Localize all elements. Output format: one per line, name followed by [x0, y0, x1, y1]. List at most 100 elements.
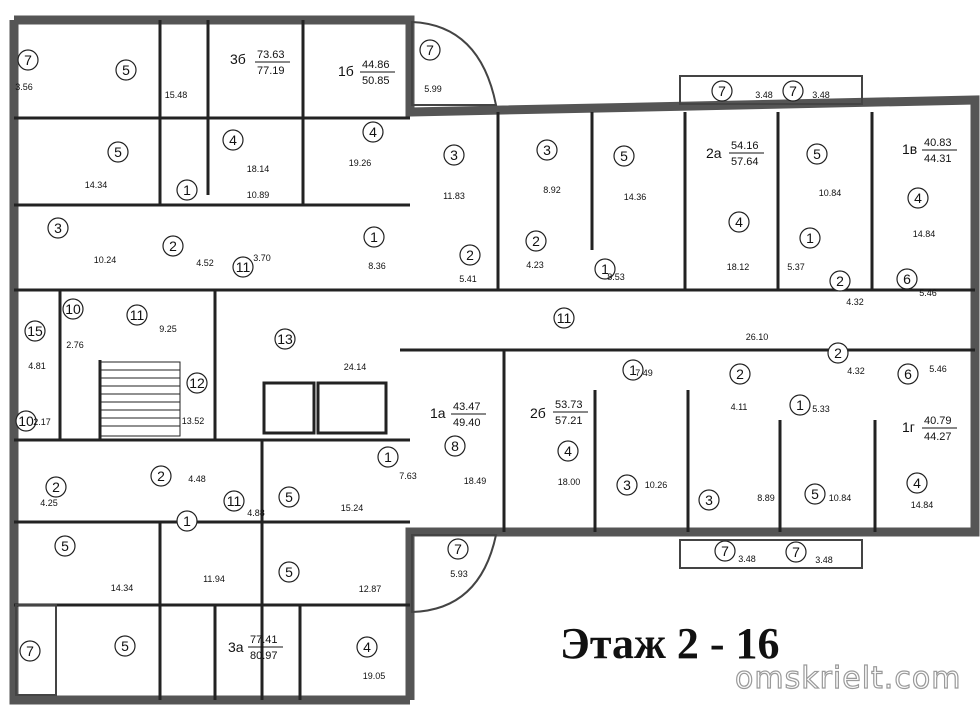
- room-area: 5.46: [929, 364, 947, 374]
- apartment-label: 2б 53.73 57.21: [530, 399, 588, 427]
- room-number: 8: [451, 438, 459, 454]
- room-area: 9.25: [159, 324, 177, 334]
- room-area: 18.12: [727, 262, 750, 272]
- room-area: 5.99: [424, 84, 442, 94]
- room-area: 14.36: [624, 192, 647, 202]
- room-number-circle: [804, 483, 826, 505]
- room-number: 1: [796, 397, 804, 413]
- room-area: 8.89: [757, 493, 775, 503]
- room-number-circle: [363, 226, 385, 248]
- room: 24.11: [729, 363, 751, 412]
- room: 114.88: [223, 490, 265, 518]
- room-number: 1: [601, 261, 609, 277]
- room-area: 5.93: [450, 569, 468, 579]
- room-number: 4: [369, 124, 377, 140]
- room-number: 10: [18, 413, 34, 429]
- room-area: 18.00: [558, 477, 581, 487]
- room-number-circle: [897, 363, 919, 385]
- room: 17.63: [377, 446, 417, 481]
- room-area: 3.48: [812, 90, 830, 100]
- room-number-circle: [114, 635, 136, 657]
- room-number: 7: [426, 42, 434, 58]
- room-number-circle: [447, 538, 469, 560]
- room-number: 3: [543, 142, 551, 158]
- room-number: 2: [466, 247, 474, 263]
- room-area: 14.84: [913, 229, 936, 239]
- apartment-total-area: 57.21: [555, 415, 583, 427]
- room: 111.94: [176, 510, 225, 584]
- room-number: 5: [122, 62, 130, 78]
- apartment-code: 1б: [338, 63, 354, 79]
- room: 418.00: [557, 440, 581, 487]
- room: 24.52: [162, 235, 214, 268]
- room-number: 4: [914, 190, 922, 206]
- room-area: 2.17: [33, 417, 51, 427]
- room: 18.36: [363, 226, 386, 271]
- room-number: 10: [65, 301, 81, 317]
- room-number: 11: [227, 493, 242, 509]
- room: 7: [19, 640, 41, 662]
- room-number: 12: [189, 375, 205, 391]
- apartment-living-area: 73.63: [257, 49, 285, 61]
- room: 515.48: [115, 59, 187, 100]
- room-number-circle: [186, 372, 208, 394]
- room: 310.24: [47, 217, 116, 265]
- room-number-circle: [176, 510, 198, 532]
- room-number-circle: [47, 217, 69, 239]
- room-area: 5.33: [812, 404, 830, 414]
- room: 414.84: [906, 472, 933, 510]
- room-area: 8.92: [543, 185, 561, 195]
- room-number: 2: [836, 273, 844, 289]
- room-area: 4.32: [846, 297, 864, 307]
- room-number: 1: [806, 230, 814, 246]
- room-number-circle: [827, 342, 849, 364]
- room: 119.25: [126, 304, 177, 334]
- apartment-living-area: 43.47: [453, 401, 481, 413]
- room-number: 2: [157, 468, 165, 484]
- apartment-total-area: 77.19: [257, 65, 285, 77]
- apartment-total-area: 57.64: [731, 156, 759, 168]
- room-number: 5: [121, 638, 129, 654]
- room-area: 4.52: [196, 258, 214, 268]
- room-area: 3.48: [815, 555, 833, 565]
- room: 418.12: [727, 211, 750, 272]
- interior-walls: [14, 20, 975, 700]
- room-area: 4.32: [847, 366, 865, 376]
- room-number-circle: [799, 227, 821, 249]
- room-number: 4: [913, 475, 921, 491]
- room-number: 5: [813, 146, 821, 162]
- room-number-circle: [126, 304, 148, 326]
- apartment-label: 3б 73.63 77.19: [230, 49, 290, 77]
- room-area: 7.63: [399, 471, 417, 481]
- apartment-label: 1г 40.79 44.27: [902, 415, 957, 443]
- room-number: 1: [183, 182, 191, 198]
- room-number-circle: [907, 187, 929, 209]
- room-number-circle: [459, 244, 481, 266]
- apartment-label: 1б 44.86 50.85: [338, 59, 395, 87]
- room-number-circle: [728, 211, 750, 233]
- room-area: 18.49: [464, 476, 487, 486]
- room-number-circle: [232, 256, 254, 278]
- room: 75.93: [447, 538, 469, 579]
- room-area: 5.41: [459, 274, 477, 284]
- room-number: 1: [370, 229, 378, 245]
- apartment-label: 2а 54.16 57.64: [706, 140, 764, 168]
- room-number: 5: [285, 489, 293, 505]
- room: 65.46: [896, 268, 937, 298]
- room-number-circle: [616, 474, 638, 496]
- room-number-circle: [622, 359, 644, 381]
- room: 38.92: [536, 139, 561, 195]
- apartment-code: 3а: [228, 639, 244, 655]
- room-area: 11.94: [203, 574, 225, 584]
- room: 311.83: [443, 144, 465, 201]
- room-area: 10.26: [645, 480, 668, 490]
